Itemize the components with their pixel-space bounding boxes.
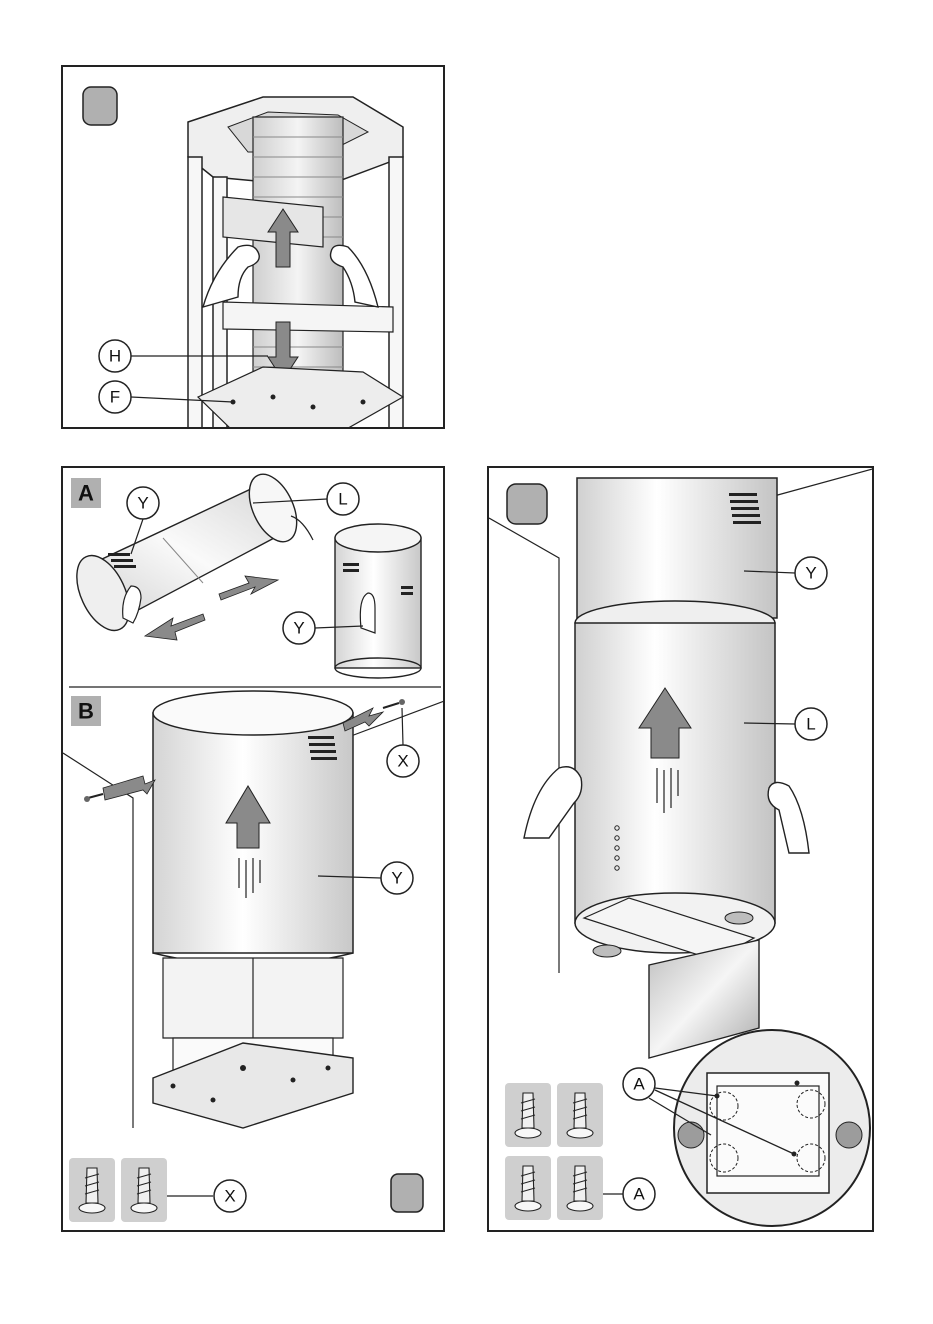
step-badge-2	[391, 1174, 423, 1212]
label-3-a-bottom: A	[633, 1185, 645, 1204]
label-3-a: A	[633, 1075, 645, 1094]
screw-icon-5	[505, 1156, 551, 1220]
screw-icon-3	[505, 1083, 551, 1147]
telescopic-tube	[66, 468, 313, 639]
small-tube	[335, 524, 421, 678]
panel-hood-mounting: Y L A	[487, 466, 874, 1232]
step-badge	[83, 87, 117, 125]
screw-right	[383, 699, 405, 708]
left-hand	[203, 245, 259, 307]
chimney-assembly-illustration: A Y L Y	[63, 468, 445, 1232]
screw-icon-1	[69, 1158, 115, 1222]
label-b-y: Y	[391, 869, 402, 888]
upper-chimney	[577, 478, 777, 618]
chimney-cylinder	[153, 691, 353, 966]
section-b-title: B	[78, 699, 94, 724]
label-a-y: Y	[137, 494, 148, 513]
frame-base	[198, 367, 403, 429]
slide-arrow-right	[219, 576, 278, 600]
zoom-detail	[674, 1030, 870, 1226]
screw-icon-4	[557, 1083, 603, 1147]
inner-frame	[153, 958, 353, 1128]
slide-arrow-left	[145, 614, 205, 640]
left-hand-3	[524, 767, 582, 838]
label-a-l: L	[338, 490, 347, 509]
label-b-x: X	[397, 752, 408, 771]
label-a-y-small: Y	[293, 619, 304, 638]
duct-frame-illustration: H F	[63, 67, 445, 429]
label-f: F	[110, 388, 120, 407]
label-3-y: Y	[805, 564, 816, 583]
screw-icon-2	[121, 1158, 167, 1222]
panel-duct-frame: H F	[61, 65, 445, 429]
lower-chimney	[575, 601, 775, 957]
step-badge-3	[507, 484, 547, 524]
label-b-x-bottom: X	[224, 1187, 235, 1206]
section-a-title: A	[78, 481, 94, 506]
panel-chimney-assembly: A Y L Y	[61, 466, 445, 1232]
hood-mounting-illustration: Y L A	[489, 468, 874, 1232]
label-3-l: L	[806, 715, 815, 734]
screw-left	[84, 794, 103, 802]
label-h: H	[109, 347, 121, 366]
screw-icon-6	[557, 1156, 603, 1220]
